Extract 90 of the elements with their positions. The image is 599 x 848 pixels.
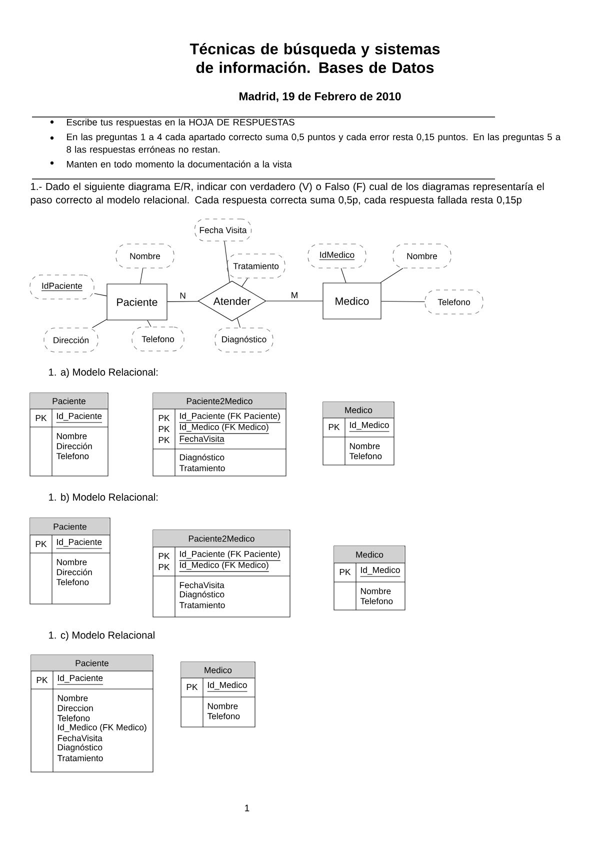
column-name: Diagnóstico [180,454,224,462]
column-name: Nombre [208,702,238,710]
table [30,392,108,476]
column-name: Nombre [56,558,87,566]
pk-label: PK [36,415,47,421]
key-column: Id_Medico [360,566,401,577]
connector-line [380,268,404,283]
pk-label: PK [328,424,340,430]
key-column: FechaVisita [179,436,225,444]
pk-label: PK [186,684,198,690]
attribute-oval: IdMedico [308,244,366,268]
connector-line [94,293,107,296]
column-name: Telefono [207,712,240,720]
connector-line [92,319,107,328]
connector-line [224,241,230,282]
connector-line [140,268,144,284]
pk-label: PK [36,677,48,683]
table-title: Paciente2Medico [188,535,254,542]
table-title: Medico [204,666,232,674]
pk-label: PK [158,426,170,432]
column-name: Dirección [56,442,92,450]
instruction: Escribe tus respuestas en la HOJA DE RESPUESTAS [67,118,294,128]
column-name: Id_Medico (FK Medico) [58,724,146,732]
column-name: Nombre [360,588,391,594]
key-column: Id_Paciente [56,412,102,423]
key-column: Id_Medico (FK Medico) [179,424,270,434]
key-column: Id_Paciente (FK Paciente) [179,412,281,423]
column-name: Nombre [58,694,88,702]
pk-label: PK [158,415,170,421]
column-name: FechaVisita [180,582,224,588]
connector-line [167,301,199,302]
page-number: 1 [245,804,250,812]
section-heading: 1. b) Modelo Relacional: [49,493,158,503]
table [322,402,394,466]
key-column: Id_Medico [207,682,248,692]
pk-label: PK [158,564,170,570]
table [334,546,406,610]
column-name: Telefono [56,578,89,586]
pk-label: PK [36,541,47,547]
connector-line [381,301,425,302]
cardinality-label: M [290,290,300,300]
table [30,654,154,772]
entity-box: Paciente [106,284,168,320]
column-name: FechaVisita [58,734,102,742]
connector-line [340,268,346,283]
key-column: Id_Medico (FK Medico) [179,562,270,572]
column-name: Nombre [350,442,380,450]
date: Madrid, 19 de Febrero de 2010 [240,92,401,102]
key-column: Id_Paciente [57,674,104,685]
attribute-oval: IdPaciente [30,274,94,300]
pk-label: PK [158,553,170,559]
pk-label: PK [340,569,351,575]
table-title: Medico [356,551,384,558]
title: Técnicas de búsqueda y sistemas de información. Bases de Datos [190,42,440,74]
table-title: Paciente [76,660,108,666]
connector-line [147,320,152,327]
column-name: Tratamiento [179,602,225,608]
column-name: Tratamiento [57,754,103,762]
table [152,530,290,618]
column-name: Nombre [56,432,87,440]
column-name: Tratamiento [179,464,225,472]
column-name: Diagnóstico [58,744,102,752]
table-title: Paciente [54,523,86,530]
column-name: Dirección [56,568,92,576]
connector-line [266,300,323,302]
entity-box: Medico [322,282,382,320]
section-heading: 1. c) Modelo Relacional [49,631,154,641]
key-column: Id_Medico [349,422,390,432]
table [30,518,110,604]
connector-line [237,318,240,328]
table-title: Medico [345,406,372,414]
key-column: Id_Paciente [56,538,102,549]
column-name: Diagnóstico [180,590,224,600]
table [180,662,256,728]
column-name: Telefono [56,452,89,460]
column-name: Telefono [360,598,393,604]
key-column: Id_Paciente (FK Paciente) [179,550,281,561]
connector-line [242,278,248,287]
column-name: Telefono [349,452,382,460]
table-title: Paciente2Medico [186,398,252,404]
section-heading: 1. a) Modelo Relacional: [49,368,158,378]
cardinality-label: N [178,291,188,300]
instruction: En las preguntas 1 a 4 cada apartado correcto suma 0,5 puntos y cada error resta 0,15 puntos. En las preguntas 5 a 8 las respuestas erróneas no restan. [66,133,561,155]
column-name: Telefono [57,714,90,722]
table [152,392,286,476]
pk-label: PK [158,437,170,443]
instruction: Manten en todo momento la documentación a la vista [67,160,292,168]
table-title: Paciente [52,398,86,404]
column-name: Direccion [58,704,93,712]
question-text: 1.- Dado el siguiente diagrama E/R, indicar con verdadero (V) o Falso (F) cual de los diagramas representaría el paso correcto al modelo relacional. Cada respuesta correcta suma 0,5p, cada respuesta fallada resta 0,15p [30,182,544,206]
